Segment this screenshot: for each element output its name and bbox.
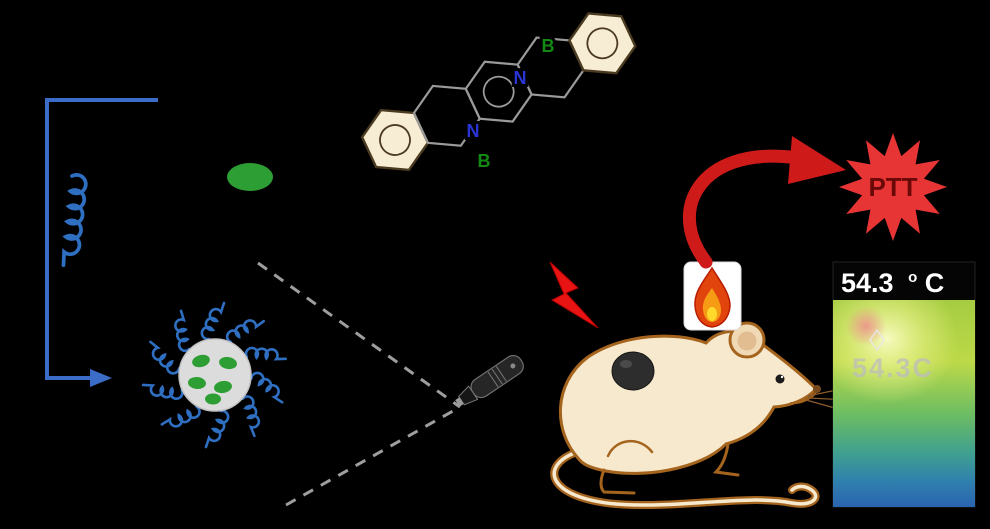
polymer-arm	[246, 370, 290, 404]
tumor-spot	[611, 351, 655, 391]
mouse-hind-leg	[599, 468, 636, 495]
tumor-highlight	[620, 360, 632, 368]
mouse-eye-glint	[780, 375, 784, 379]
ptt-arrowhead	[788, 136, 846, 184]
aromatic-circle	[482, 75, 515, 108]
laser-grip-line	[491, 368, 503, 385]
atom-label-boron-bottom: B	[478, 151, 491, 171]
bn-molecule: B N N B	[360, 12, 637, 174]
mouse-tail	[552, 450, 818, 507]
dye-ellipse	[227, 163, 273, 191]
laser-button	[510, 363, 516, 369]
dashed-guide-line-bottom	[285, 405, 461, 507]
dashed-guide-line-top	[257, 261, 461, 409]
bn-molecule-rings	[360, 12, 637, 172]
mouse-illustration	[550, 321, 851, 510]
nanoparticle	[141, 301, 290, 449]
flame-core	[707, 307, 717, 321]
benzo-ring-right	[568, 12, 637, 75]
laser-grip-line	[495, 366, 507, 382]
laser-aperture	[455, 397, 464, 407]
encapsulated-dye	[219, 356, 237, 370]
thermal-hot-ear	[846, 306, 886, 346]
polymer-arm	[141, 340, 186, 377]
atom-label-boron-top: B	[542, 36, 555, 56]
encapsulated-dye	[188, 376, 206, 390]
mouse-thigh-line	[606, 440, 654, 458]
atom-label-nitrogen-bottom: N	[467, 121, 480, 141]
encapsulated-dye	[192, 354, 210, 368]
benzo-ring-left	[360, 108, 430, 172]
laser-bolt-icon	[549, 261, 599, 329]
laser-tip	[458, 385, 479, 406]
mouse-front-leg	[712, 442, 740, 477]
encapsulated-dye	[205, 393, 221, 405]
heat-indicator	[683, 261, 742, 331]
synthesis-arrowhead	[90, 369, 112, 387]
thermal-marker-icon	[869, 328, 885, 352]
synthesis-arrow	[45, 98, 158, 387]
mouse-inner-ear	[737, 331, 757, 351]
polymer-arm	[141, 374, 186, 408]
thermal-image-panel: 54.3 o C 54.3C	[832, 258, 976, 508]
mouse-body	[559, 329, 819, 475]
synthesis-arrow-line	[45, 98, 158, 380]
laser-pointer	[455, 354, 524, 407]
mouse-nose	[813, 385, 821, 393]
polymer-arm	[200, 301, 226, 341]
ptt-arrow-curve	[683, 149, 797, 269]
aromatic-circle	[379, 124, 411, 156]
aromatic-circle	[586, 27, 619, 60]
temp-value: 54.3	[841, 268, 894, 298]
laser-grip-line	[487, 371, 499, 388]
temp-unit: C	[925, 268, 945, 298]
polymer-arm	[204, 409, 230, 449]
atom-label-nitrogen-top: N	[514, 68, 527, 88]
ptt-star-icon	[839, 133, 947, 241]
ptt-arrow	[683, 136, 846, 269]
thermal-overlay-reading: 54.3C	[852, 353, 934, 383]
temp-degree-sup: o	[908, 269, 917, 286]
mouse-eye	[775, 374, 785, 384]
ptt-label: PTT	[868, 172, 917, 202]
thermal-temp-label: 54.3 o C	[841, 258, 944, 298]
ptt-burst: PTT	[839, 133, 947, 241]
encapsulated-dye	[214, 380, 232, 394]
